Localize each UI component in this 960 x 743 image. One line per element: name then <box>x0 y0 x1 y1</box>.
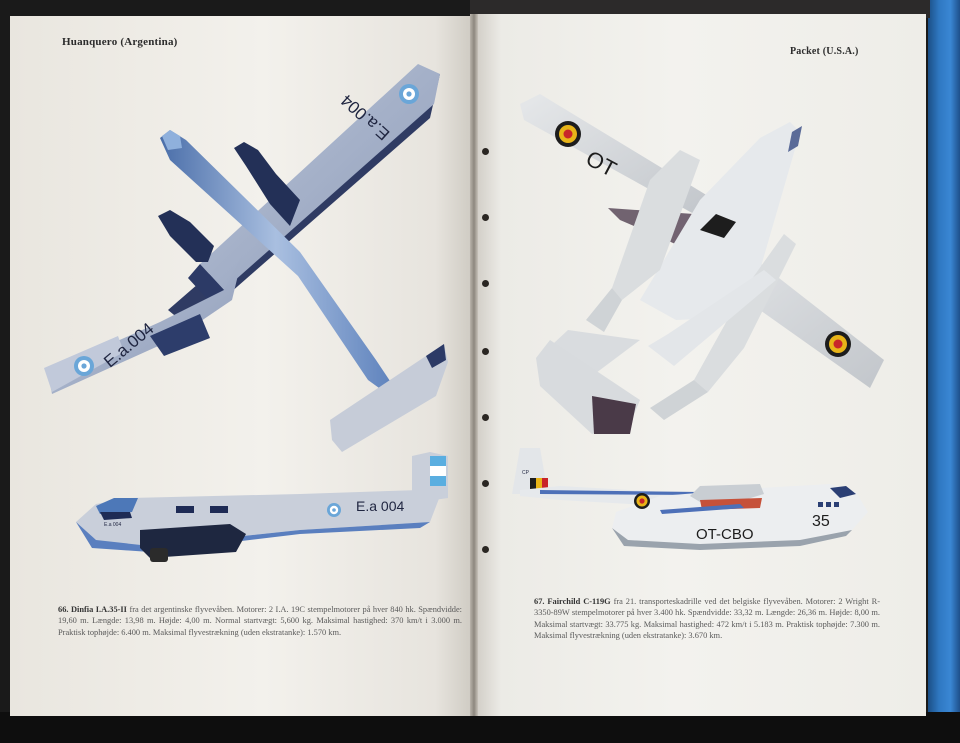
binding-hole <box>482 280 489 287</box>
side-fuselage-marking: E.a 004 <box>356 498 404 514</box>
fuselage-number: 35 <box>812 513 830 530</box>
binding-hole <box>482 348 489 355</box>
left-caption-text: fra det argentinske flyvevåben. Motorer:… <box>58 605 463 637</box>
right-caption-text: fra 21. transporteskadrille ved det belg… <box>534 597 880 641</box>
table-surface <box>0 712 960 743</box>
packet-top-view: OT <box>520 94 884 434</box>
right-plane-name: Fairchild C-119G <box>547 597 611 606</box>
left-caption: 66. Dinfia I.A.35-II fra det argentinske… <box>58 604 462 638</box>
binding-hole <box>482 480 489 487</box>
tail-marking: CP <box>522 470 530 476</box>
packet-side-view: CP OT-CBO 35 <box>512 448 868 550</box>
right-caption: 67. Fairchild C-119G fra 21. transportes… <box>534 596 880 642</box>
huanquero-side-view: E.a 004 E.a 004 <box>76 452 448 562</box>
left-plane-number: 66. <box>58 605 69 614</box>
binding-hole <box>482 214 489 221</box>
binding-hole <box>482 414 489 421</box>
side-marking-ot-cbo: OT-CBO <box>696 526 754 543</box>
left-plane-name: Dinfia I.A.35-II <box>70 605 127 614</box>
binding-hole <box>482 546 489 553</box>
page-stack-top <box>470 0 930 18</box>
left-page-header: Huanquero (Argentina) <box>62 36 178 48</box>
right-plane-number: 67. <box>534 597 545 606</box>
huanquero-top-view: E.a.004 E.a.004 <box>44 64 448 452</box>
binding-hole <box>482 148 489 155</box>
book-gutter <box>470 14 478 716</box>
book-cover-edge <box>928 0 960 743</box>
right-page-header: Packet (U.S.A.) <box>790 46 859 57</box>
nose-marking: E.a 004 <box>104 522 121 528</box>
